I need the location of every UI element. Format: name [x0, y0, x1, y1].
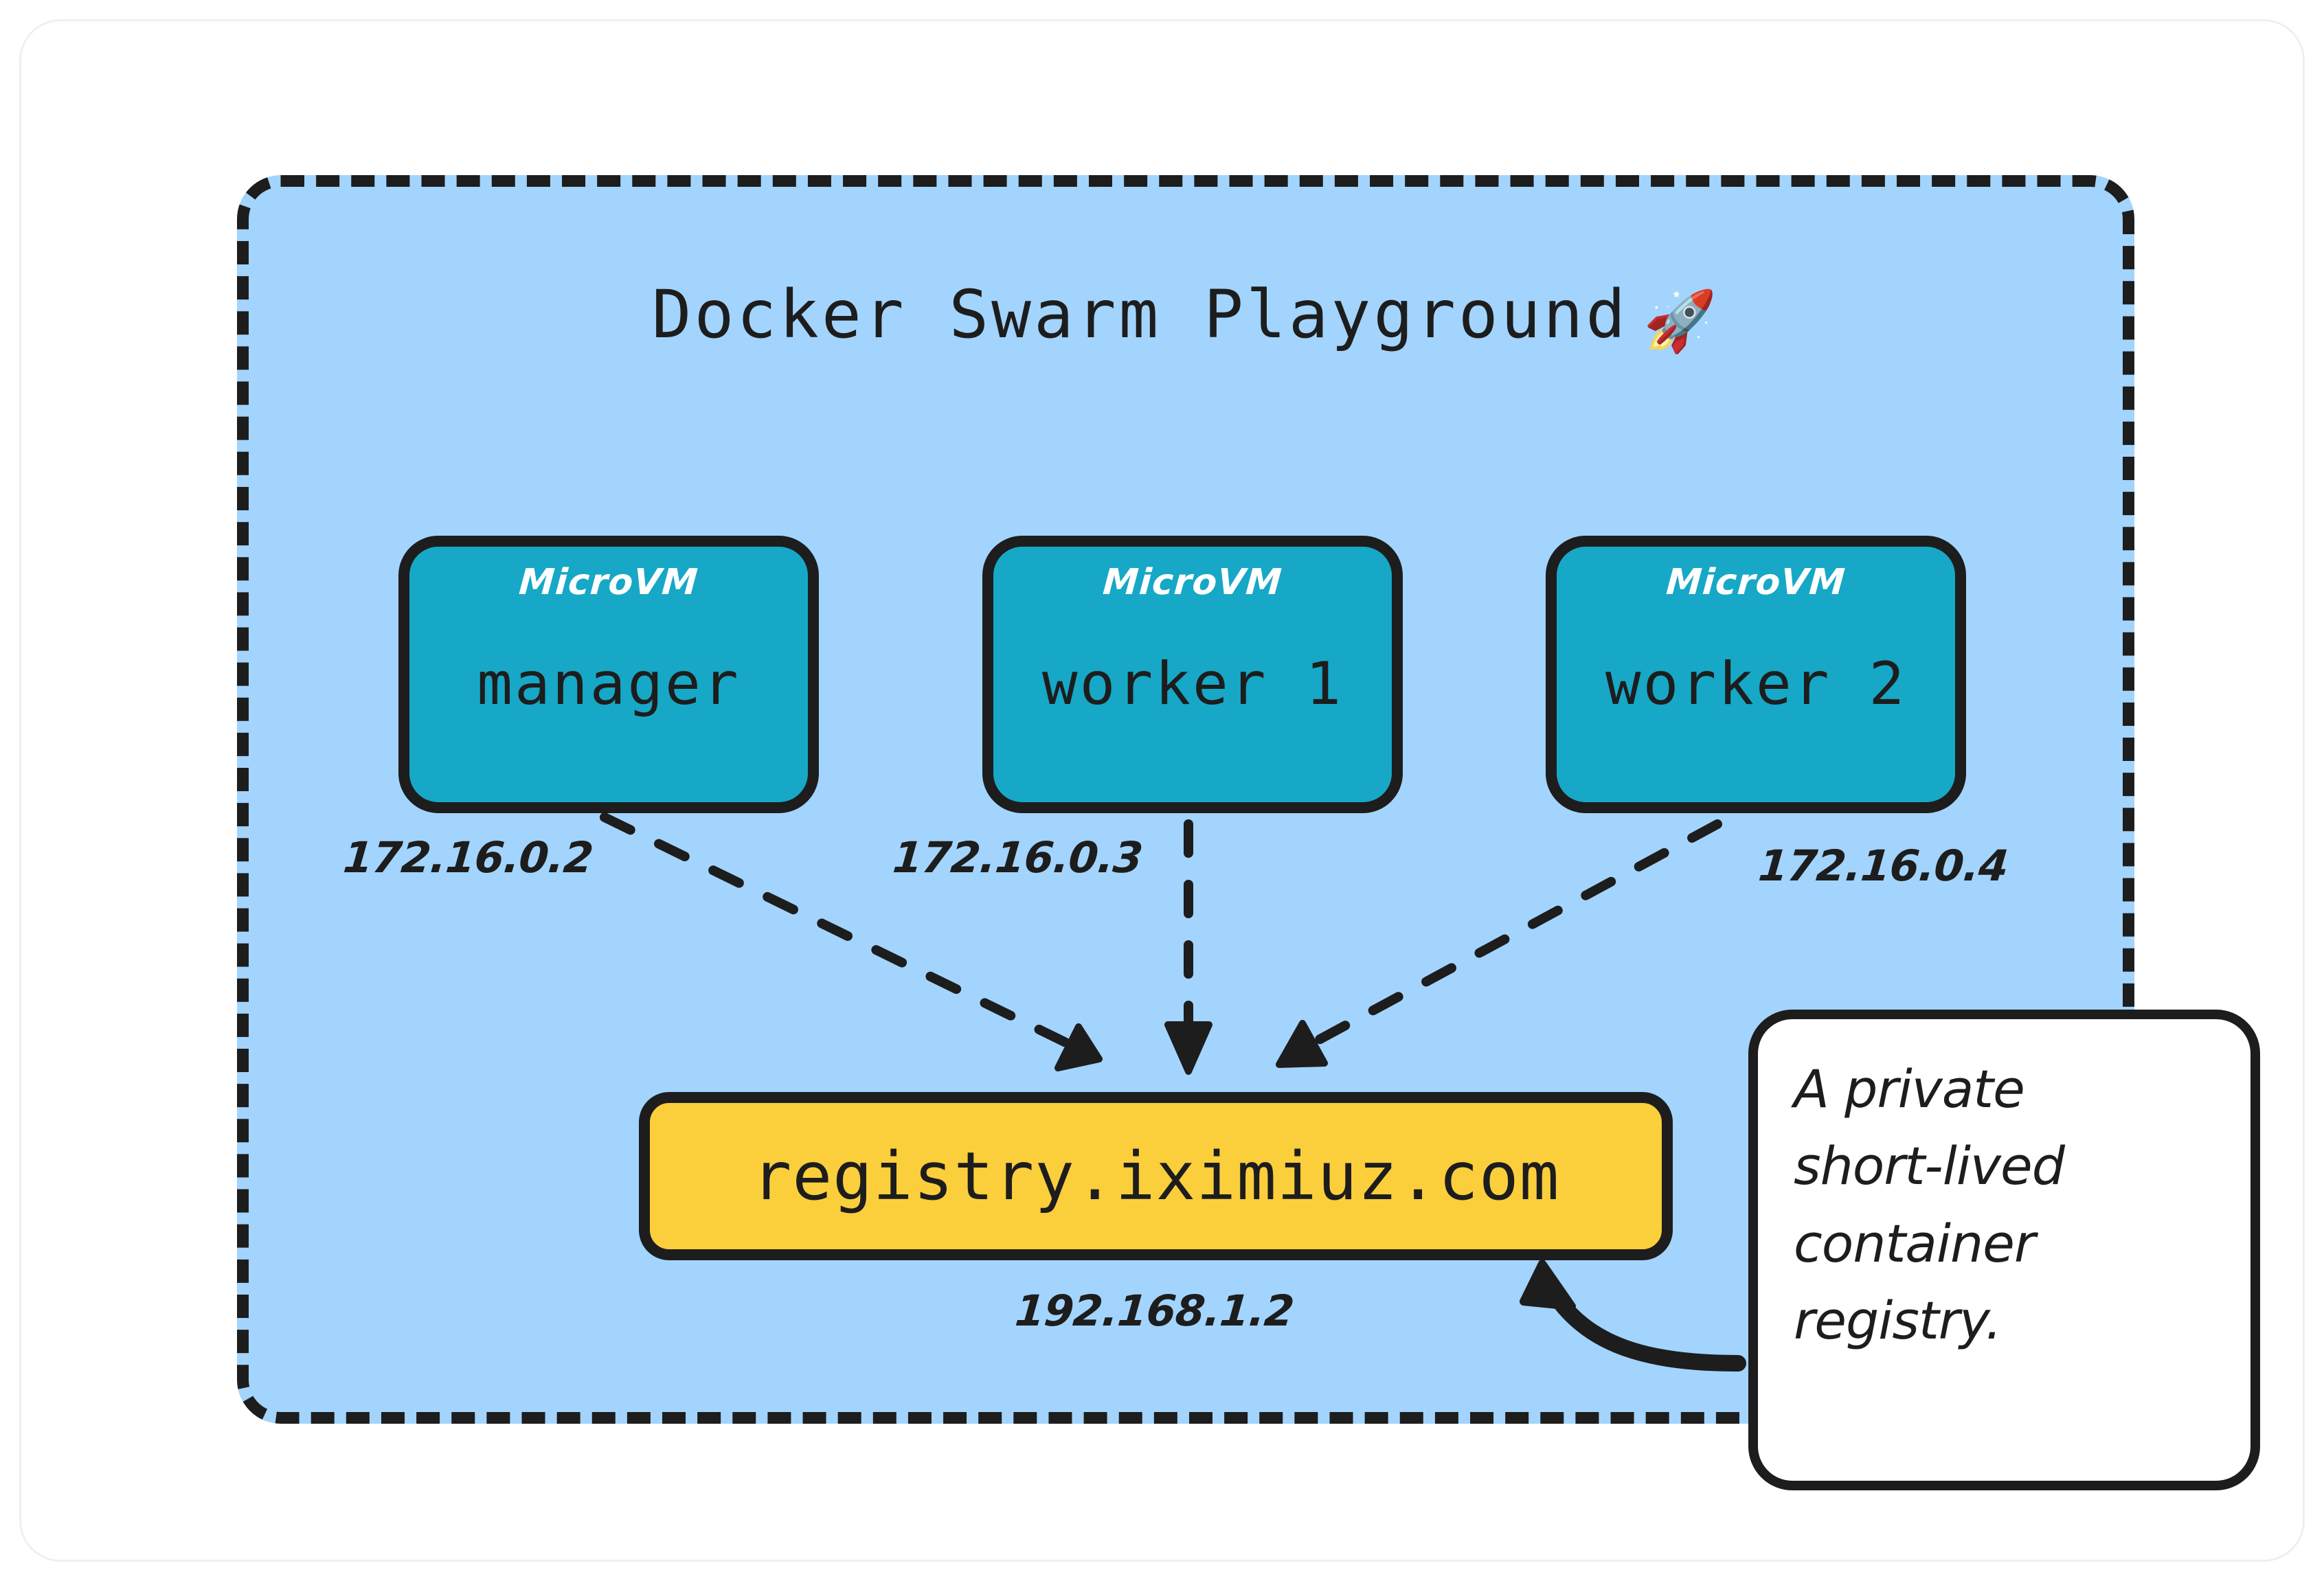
ip-label-registry: 192.168.1.2 — [1013, 1286, 1296, 1336]
node-manager[interactable]: MicroVM manager — [398, 536, 819, 813]
node-kind-label: MicroVM — [1101, 562, 1284, 603]
callout-line-4: registry. — [1794, 1290, 2002, 1352]
callout-note: A private short-lived container registry… — [1748, 1010, 2260, 1490]
node-name-label: worker 2 — [1605, 650, 1907, 718]
node-kind-label: MicroVM — [1665, 562, 1847, 603]
ip-label-worker-1: 172.16.0.3 — [890, 832, 1144, 883]
callout-line-3: container — [1794, 1212, 2035, 1274]
playground-title-text: Docker Swarm Playground — [651, 276, 1629, 353]
node-name-label: manager — [477, 650, 741, 718]
node-kind-label: MicroVM — [517, 562, 700, 603]
node-worker-1[interactable]: MicroVM worker 1 — [982, 536, 1403, 813]
node-worker-2[interactable]: MicroVM worker 2 — [1546, 536, 1966, 813]
registry-box[interactable]: registry.iximiuz.com — [639, 1092, 1673, 1260]
callout-line-2: short-lived — [1794, 1135, 2065, 1197]
node-name-label: worker 1 — [1041, 650, 1344, 718]
registry-hostname-label: registry.iximiuz.com — [752, 1137, 1560, 1215]
rocket-icon: 🚀 — [1643, 287, 1720, 356]
page-title: Docker Swarm Playground🚀 — [249, 276, 2123, 356]
ip-label-manager: 172.16.0.2 — [341, 832, 595, 883]
callout-line-1: A private — [1794, 1058, 2025, 1119]
ip-label-worker-2: 172.16.0.4 — [1756, 841, 2010, 891]
